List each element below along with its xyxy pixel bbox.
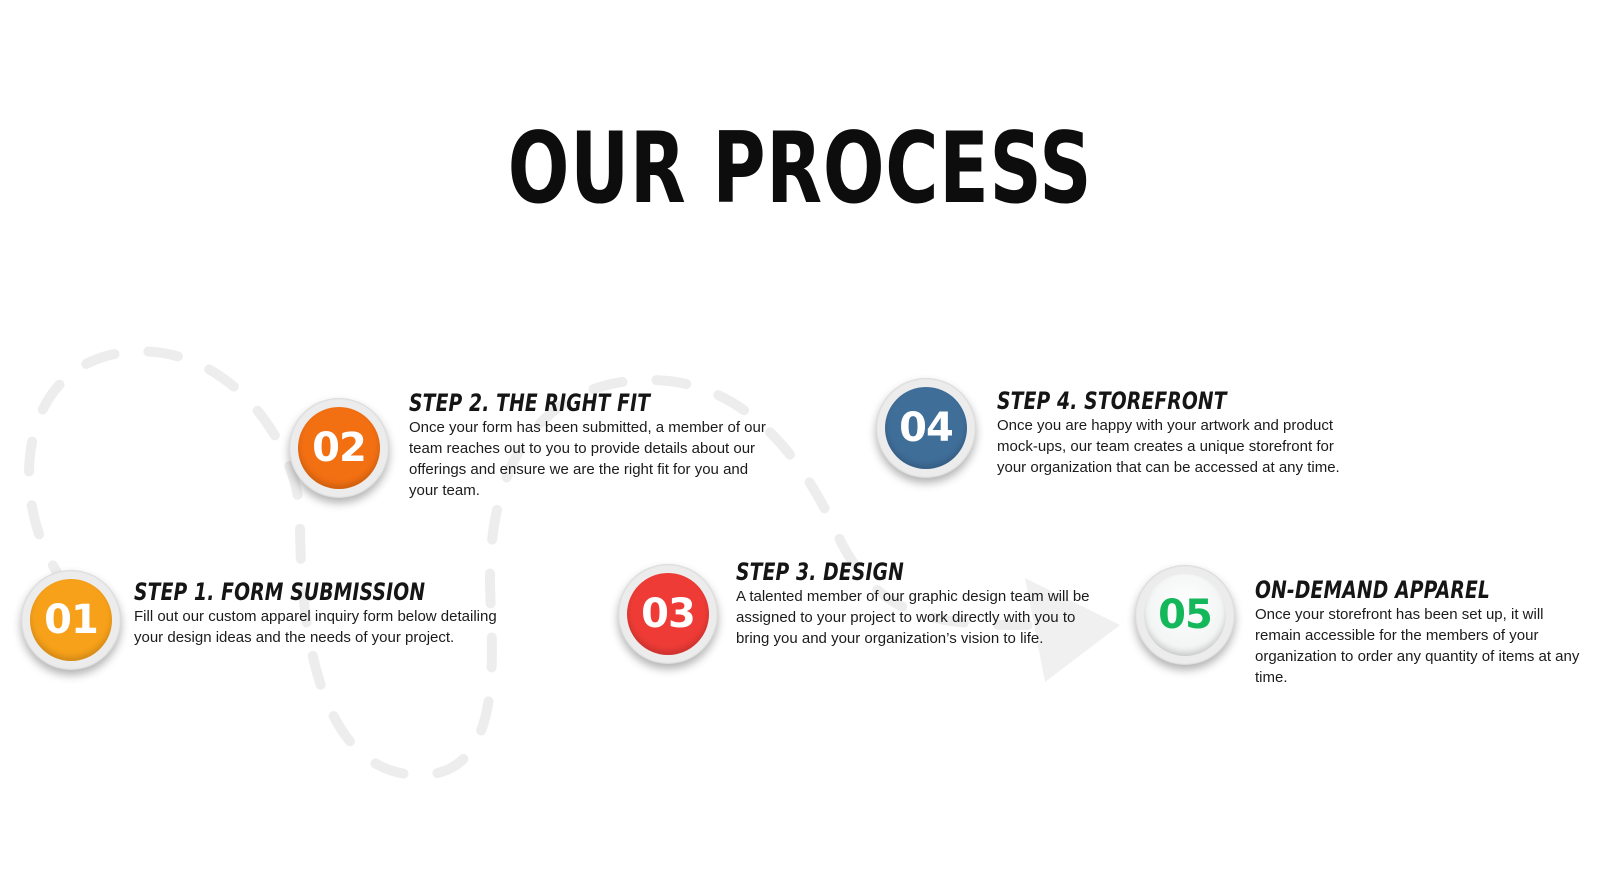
- page-title: OUR PROCESS: [507, 112, 1093, 226]
- step-3-block: STEP 3. DESIGN A talented member of our …: [736, 558, 1106, 649]
- step-5-text: Once your storefront has been set up, it…: [1255, 606, 1580, 686]
- step-2-badge: 02: [289, 398, 389, 498]
- step-4-badge: 04: [876, 378, 976, 478]
- step-4-number: 04: [885, 387, 967, 469]
- step-1-heading: STEP 1. FORM SUBMISSION: [134, 578, 426, 606]
- step-5-heading: ON-DEMAND APPAREL: [1255, 576, 1490, 604]
- step-5-number: 05: [1144, 574, 1226, 656]
- path-arrow-head: [1025, 578, 1120, 682]
- step-4-text: Once you are happy with your artwork and…: [997, 417, 1340, 476]
- step-1-block: STEP 1. FORM SUBMISSION Fill out our cus…: [134, 578, 504, 648]
- step-4-heading: STEP 4. STOREFRONT: [997, 387, 1227, 415]
- step-5-badge: 05: [1135, 565, 1235, 665]
- step-2-number: 02: [298, 407, 380, 489]
- step-5-block: ON-DEMAND APPAREL Once your storefront h…: [1255, 576, 1590, 688]
- step-2-block: STEP 2. THE RIGHT FIT Once your form has…: [409, 389, 769, 501]
- step-1-badge: 01: [21, 570, 121, 670]
- step-1-number: 01: [30, 579, 112, 661]
- step-3-text: A talented member of our graphic design …: [736, 588, 1090, 647]
- step-2-text: Once your form has been submitted, a mem…: [409, 419, 766, 499]
- step-3-heading: STEP 3. DESIGN: [736, 558, 904, 586]
- step-2-heading: STEP 2. THE RIGHT FIT: [409, 389, 651, 417]
- step-4-block: STEP 4. STOREFRONT Once you are happy wi…: [997, 387, 1357, 478]
- step-3-number: 03: [627, 573, 709, 655]
- step-3-badge: 03: [618, 564, 718, 664]
- step-1-text: Fill out our custom apparel inquiry form…: [134, 608, 497, 646]
